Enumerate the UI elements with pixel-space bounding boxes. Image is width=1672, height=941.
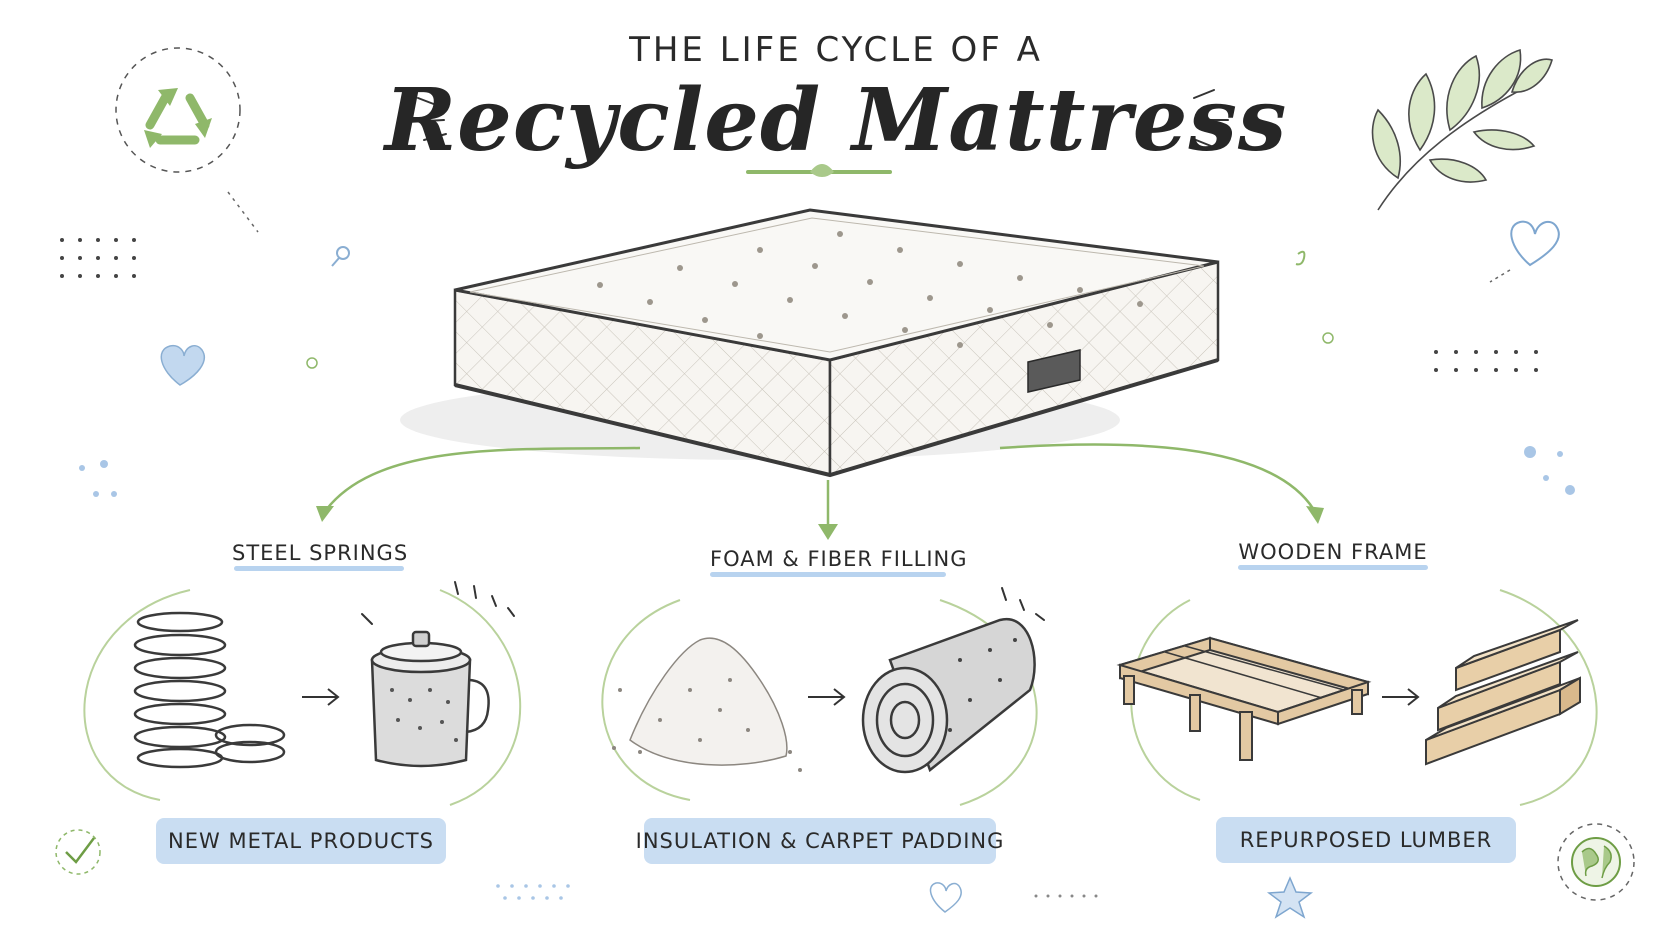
arrow-icon xyxy=(808,688,846,706)
category-label-wooden-frame: WOODEN FRAME xyxy=(1238,540,1428,564)
category-underline xyxy=(1238,565,1428,570)
recycle-icon xyxy=(115,47,259,233)
heart-icon xyxy=(160,344,205,386)
category-label-steel-springs: STEEL SPRINGS xyxy=(232,541,409,565)
foam-pile-icon xyxy=(612,637,802,772)
carpet-roll-icon xyxy=(861,617,1036,774)
arrow-icon xyxy=(302,688,340,706)
title-line-2: Recycled Mattress xyxy=(384,70,1288,171)
result-label-insulation: INSULATION & CARPET PADDING xyxy=(635,829,1005,853)
flow-arrows xyxy=(325,443,1316,530)
star-icon xyxy=(1266,876,1314,919)
category-underline xyxy=(710,572,946,577)
title-line-1: THE LIFE CYCLE OF A xyxy=(629,30,1043,70)
arrow-icon xyxy=(1382,688,1420,706)
result-label-metal: NEW METAL PRODUCTS xyxy=(168,829,434,853)
lumber-stack-icon xyxy=(1425,619,1581,766)
result-banner-lumber: REPURPOSED LUMBER xyxy=(1216,817,1516,863)
mattress-illustration xyxy=(400,208,1220,478)
checkmark-icon xyxy=(55,829,101,875)
heart-icon xyxy=(929,882,962,913)
dot-grid-left xyxy=(60,238,136,278)
globe-icon xyxy=(1557,823,1635,901)
result-label-lumber: REPURPOSED LUMBER xyxy=(1239,828,1493,852)
leaf-branch-icon xyxy=(1371,48,1553,211)
heart-icon xyxy=(1510,220,1560,267)
category-label-foam-fiber: FOAM & FIBER FILLING xyxy=(710,547,968,571)
wooden-frame-icon xyxy=(1116,636,1372,761)
result-banner-metal: NEW METAL PRODUCTS xyxy=(156,818,446,864)
metal-can-icon xyxy=(370,630,490,768)
dot-grid-right xyxy=(1434,350,1538,372)
category-underline xyxy=(234,566,404,571)
spring-coil-icon xyxy=(133,611,286,769)
result-banner-insulation: INSULATION & CARPET PADDING xyxy=(636,818,1003,864)
